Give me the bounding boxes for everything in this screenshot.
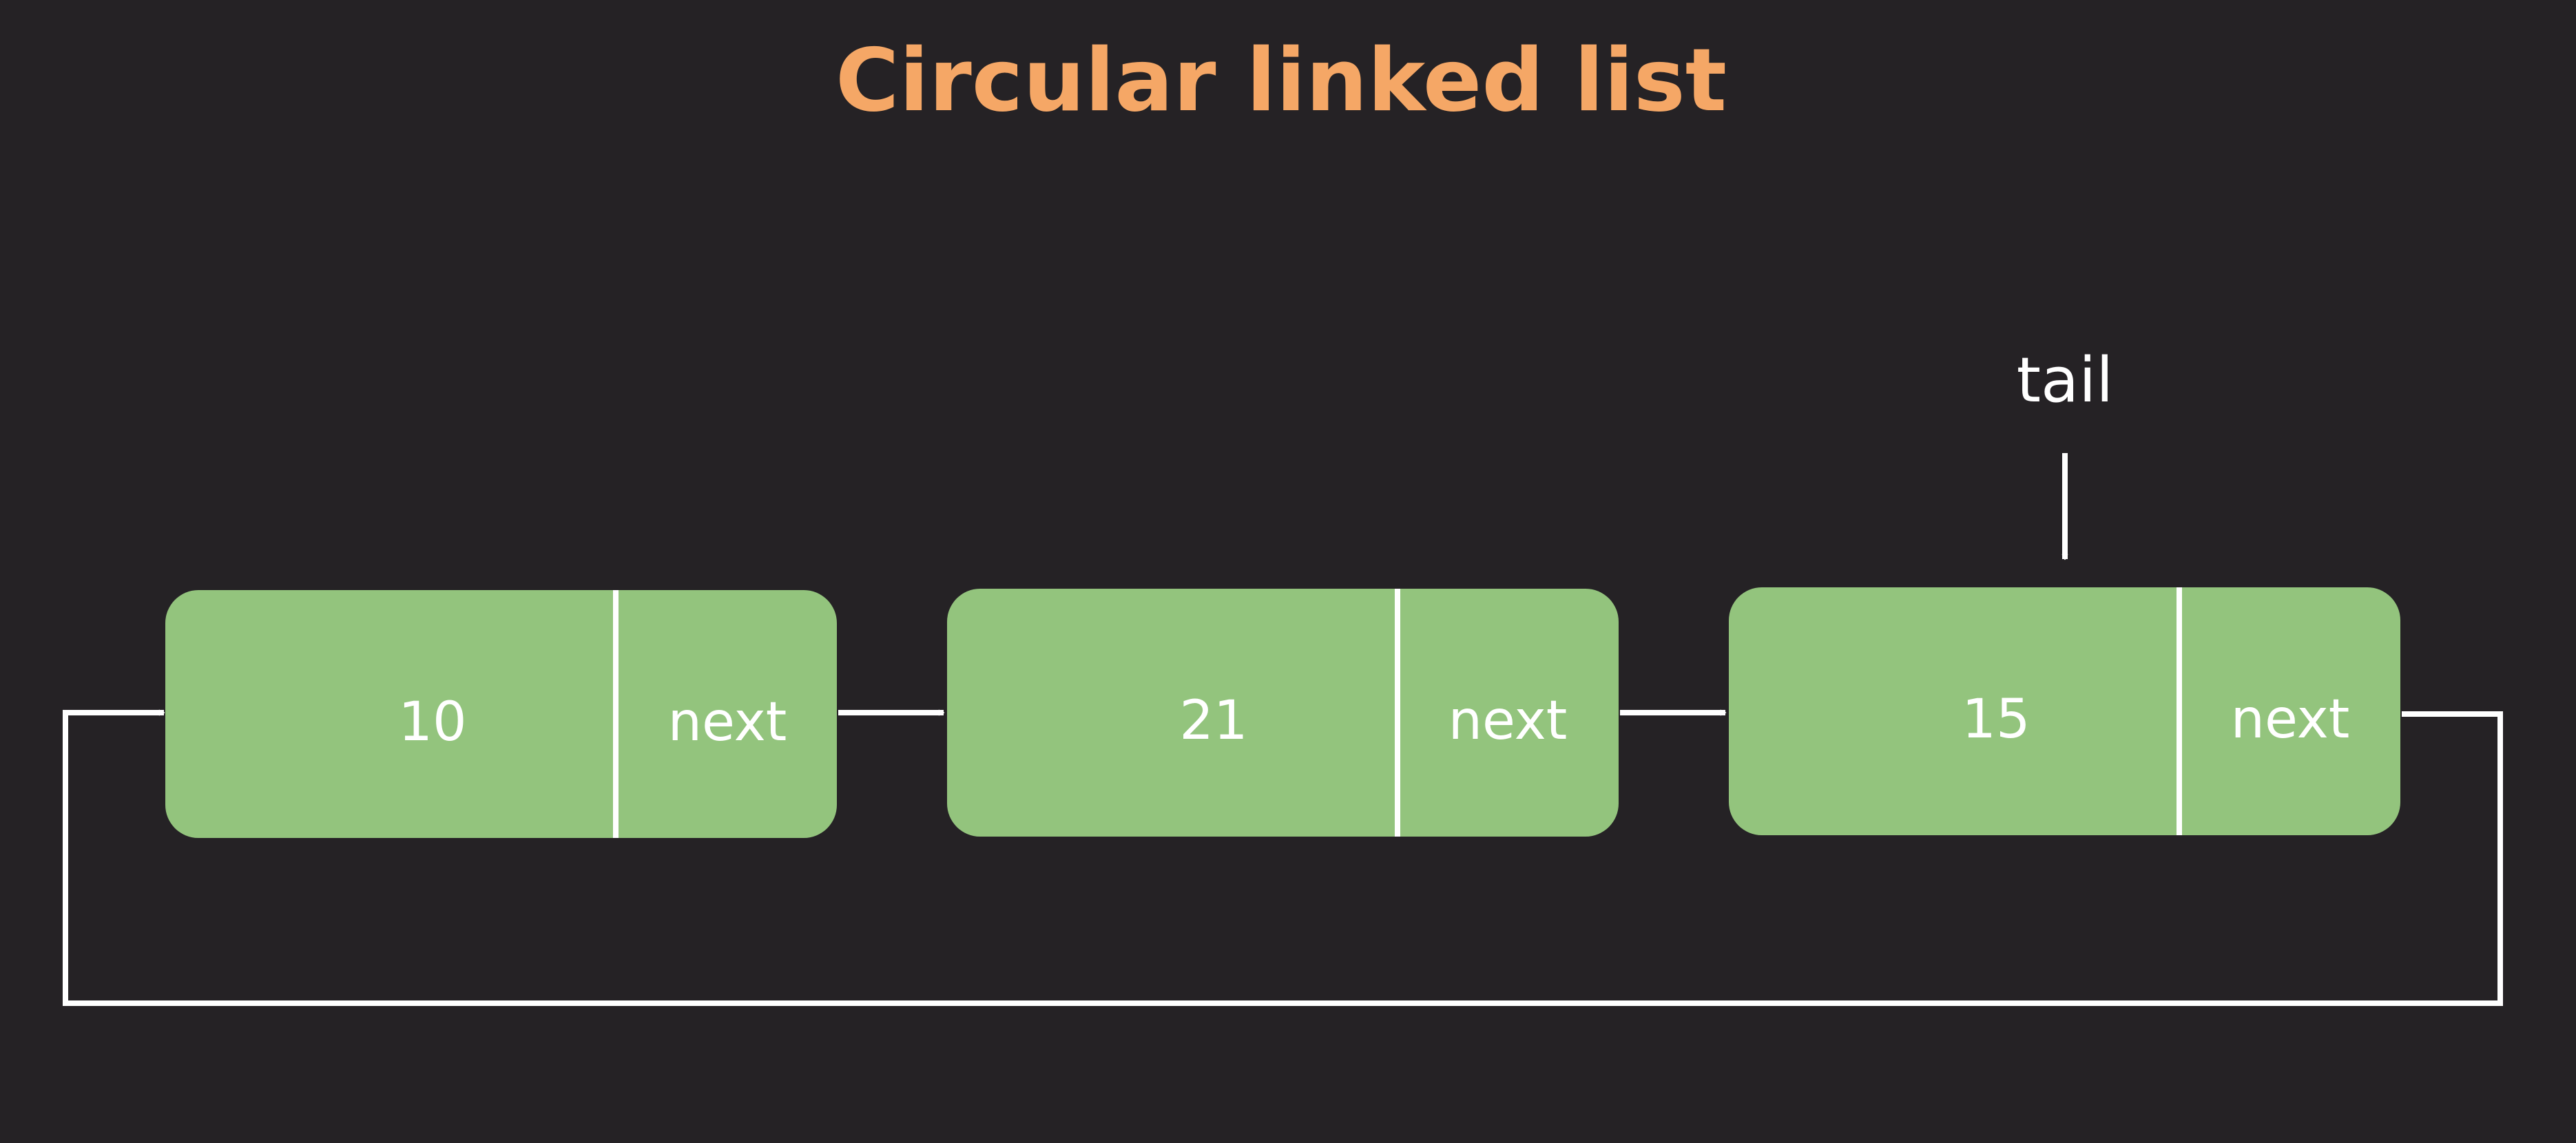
node-box [1729, 587, 2400, 835]
circular-back-arrow [63, 709, 2503, 1006]
node-next-label: next [668, 691, 787, 753]
node-next-label: next [1448, 690, 1568, 752]
node-value: 21 [1179, 690, 1247, 752]
node-value: 10 [398, 691, 466, 753]
page-title: Circular linked list [835, 30, 1727, 131]
list-node: 15 next [1729, 587, 2400, 835]
node-next-label: next [2231, 689, 2350, 751]
list-node: 10 next [165, 590, 837, 838]
node-box [947, 589, 1619, 837]
list-node: 21 next [947, 589, 1619, 837]
node-value: 15 [1962, 689, 2030, 751]
node-box [165, 590, 837, 838]
tail-label: tail [2017, 344, 2113, 417]
